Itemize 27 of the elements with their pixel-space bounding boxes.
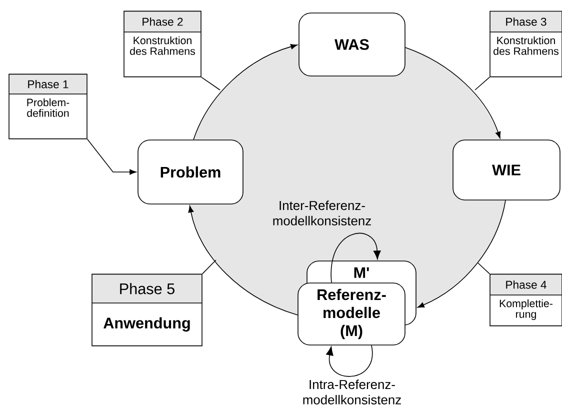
- node-label: Anwendung: [104, 317, 190, 332]
- arrow: [87, 138, 136, 175]
- rounded-box: WAS: [298, 12, 406, 76]
- leader-line: [478, 262, 490, 274]
- arrow: [326, 345, 373, 377]
- rounded-box: WIE: [452, 140, 560, 200]
- arrow: [188, 206, 298, 316]
- rounded-box: Referenz- modelle (M): [298, 282, 406, 346]
- node-label: Konstruktion des Rahmens: [130, 36, 196, 55]
- arrow: [405, 47, 501, 138]
- edge-label: Inter-Referenz- modellkonsistenz: [268, 199, 376, 227]
- edge-label: Intra-Referenz- modellkonsistenz: [298, 378, 406, 405]
- arrow: [418, 200, 506, 308]
- phase-box: Phase 4 Komplettie- rung: [490, 274, 562, 326]
- arrow: [330, 232, 381, 283]
- arrow: [193, 44, 298, 140]
- leader-line: [202, 260, 216, 274]
- phase-box: Phase 1 Problem- definition: [8, 74, 88, 140]
- phase-box: Phase 2 Konstruktion des Rahmens: [124, 10, 202, 78]
- leader-line: [474, 76, 490, 90]
- leader-line: [201, 76, 220, 90]
- rounded-box: Problem: [138, 140, 244, 204]
- node-label: Komplettie- rung: [500, 299, 552, 320]
- node-label: Konstruktion des Rahmens: [494, 36, 559, 55]
- phase-box: Phase 3 Konstruktion des Rahmens: [490, 10, 562, 78]
- phase-box: Phase 5 Anwendung: [92, 274, 202, 346]
- node-label: Problem- definition: [27, 98, 70, 117]
